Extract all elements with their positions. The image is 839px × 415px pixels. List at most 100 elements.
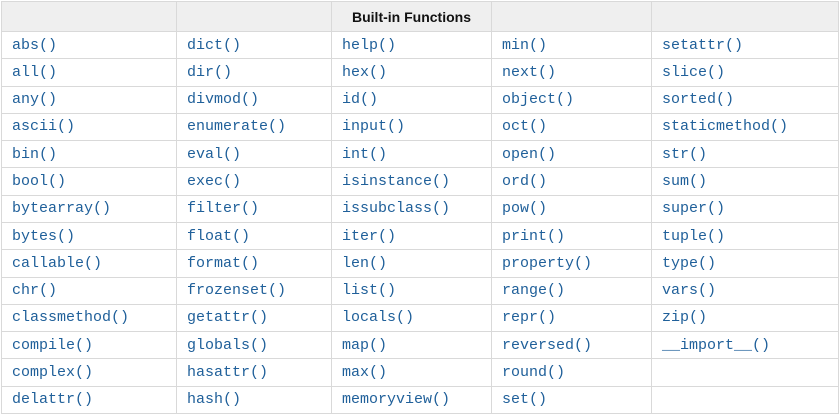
function-link[interactable]: pow() <box>502 200 548 218</box>
function-link[interactable]: input() <box>342 118 406 136</box>
function-link[interactable]: open() <box>502 145 557 163</box>
function-link[interactable]: range() <box>502 282 566 300</box>
function-link[interactable]: compile() <box>12 336 94 354</box>
function-cell: pow() <box>491 194 652 223</box>
function-link[interactable]: frozenset() <box>187 282 287 300</box>
function-link[interactable]: slice() <box>662 63 726 81</box>
function-link[interactable]: vars() <box>662 282 717 300</box>
function-link[interactable]: list() <box>342 282 397 300</box>
function-cell: ord() <box>491 167 652 196</box>
function-link[interactable]: set() <box>502 391 548 409</box>
function-cell: iter() <box>331 221 492 251</box>
function-link[interactable]: hex() <box>342 63 388 81</box>
function-link[interactable]: repr() <box>502 309 557 327</box>
table-row: any() divmod() id() object() sorted() <box>1 85 839 114</box>
function-cell: staticmethod() <box>651 112 839 142</box>
function-link[interactable]: help() <box>342 36 397 54</box>
function-link[interactable]: bytearray() <box>12 200 112 218</box>
function-link[interactable]: eval() <box>187 145 242 163</box>
function-link[interactable]: dir() <box>187 63 233 81</box>
function-link[interactable]: dict() <box>187 36 242 54</box>
function-cell: oct() <box>491 112 652 142</box>
function-link[interactable]: bin() <box>12 145 58 163</box>
function-link[interactable]: sum() <box>662 173 708 191</box>
function-link[interactable]: isinstance() <box>342 173 451 191</box>
function-link[interactable]: staticmethod() <box>662 118 789 136</box>
function-link[interactable]: len() <box>342 254 388 272</box>
function-link[interactable]: globals() <box>187 336 269 354</box>
function-link[interactable]: delattr() <box>12 391 94 409</box>
function-link[interactable]: __import__() <box>662 336 771 354</box>
function-link[interactable]: iter() <box>342 227 397 245</box>
function-link[interactable]: ord() <box>502 173 548 191</box>
function-link[interactable]: oct() <box>502 118 548 136</box>
function-cell: print() <box>491 221 652 251</box>
function-cell: float() <box>176 221 332 251</box>
function-cell: divmod() <box>176 85 332 114</box>
function-link[interactable]: memoryview() <box>342 391 451 409</box>
function-link[interactable]: property() <box>502 254 593 272</box>
function-link[interactable]: hash() <box>187 391 242 409</box>
function-link[interactable]: abs() <box>12 36 58 54</box>
function-cell: repr() <box>491 303 652 333</box>
function-link[interactable]: format() <box>187 254 260 272</box>
function-link[interactable]: enumerate() <box>187 118 287 136</box>
function-link[interactable]: chr() <box>12 282 58 300</box>
function-link[interactable]: classmethod() <box>12 309 130 327</box>
function-cell: int() <box>331 140 492 169</box>
function-cell: id() <box>331 85 492 114</box>
function-cell: complex() <box>1 358 177 387</box>
function-cell: exec() <box>176 167 332 196</box>
header-cell-empty <box>651 1 839 32</box>
function-link[interactable]: sorted() <box>662 91 735 109</box>
function-cell: hasattr() <box>176 358 332 387</box>
function-link[interactable]: min() <box>502 36 548 54</box>
function-link[interactable]: callable() <box>12 254 103 272</box>
function-link[interactable]: divmod() <box>187 91 260 109</box>
function-link[interactable]: bool() <box>12 173 67 191</box>
table-row: abs() dict() help() min() setattr() <box>1 30 839 60</box>
function-cell: reversed() <box>491 331 652 360</box>
function-link[interactable]: id() <box>342 91 379 109</box>
function-cell: property() <box>491 249 652 278</box>
function-cell: hex() <box>331 58 492 87</box>
function-cell: enumerate() <box>176 112 332 142</box>
function-link[interactable]: filter() <box>187 200 260 218</box>
function-link[interactable]: complex() <box>12 364 94 382</box>
function-cell: dir() <box>176 58 332 87</box>
function-link[interactable]: type() <box>662 254 717 272</box>
function-link[interactable]: zip() <box>662 309 708 327</box>
function-link[interactable]: issubclass() <box>342 200 451 218</box>
function-link[interactable]: map() <box>342 336 388 354</box>
table-header-row: Built-in Functions <box>1 1 839 32</box>
function-link[interactable]: all() <box>12 63 58 81</box>
function-link[interactable]: ascii() <box>12 118 76 136</box>
function-link[interactable]: next() <box>502 63 557 81</box>
function-link[interactable]: getattr() <box>187 309 269 327</box>
function-link[interactable]: int() <box>342 145 388 163</box>
function-cell: sum() <box>651 167 839 196</box>
function-link[interactable]: round() <box>502 364 566 382</box>
table-row: bytes() float() iter() print() tuple() <box>1 221 839 251</box>
function-cell: delattr() <box>1 385 177 415</box>
function-link[interactable]: exec() <box>187 173 242 191</box>
function-link[interactable]: str() <box>662 145 708 163</box>
function-cell: type() <box>651 249 839 278</box>
function-link[interactable]: reversed() <box>502 336 593 354</box>
function-cell: round() <box>491 358 652 387</box>
function-cell: min() <box>491 30 652 60</box>
function-link[interactable]: print() <box>502 227 566 245</box>
function-cell: isinstance() <box>331 167 492 196</box>
function-cell: abs() <box>1 30 177 60</box>
function-link[interactable]: bytes() <box>12 227 76 245</box>
function-link[interactable]: locals() <box>342 309 415 327</box>
function-link[interactable]: hasattr() <box>187 364 269 382</box>
function-link[interactable]: object() <box>502 91 575 109</box>
function-link[interactable]: max() <box>342 364 388 382</box>
function-cell: next() <box>491 58 652 87</box>
function-link[interactable]: super() <box>662 200 726 218</box>
function-link[interactable]: float() <box>187 227 251 245</box>
function-link[interactable]: setattr() <box>662 36 744 54</box>
function-link[interactable]: tuple() <box>662 227 726 245</box>
function-link[interactable]: any() <box>12 91 58 109</box>
